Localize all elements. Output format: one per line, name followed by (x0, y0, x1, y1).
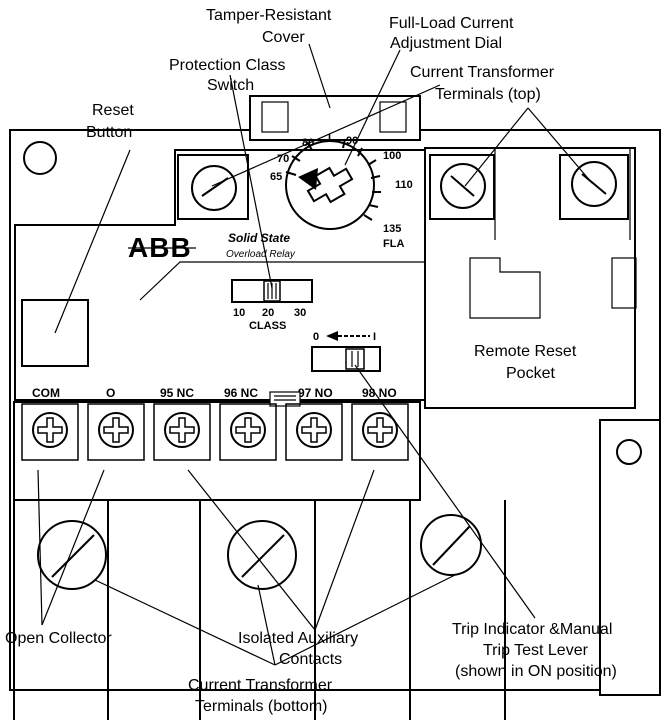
terminal-label: 96 NC (224, 386, 258, 400)
callout-fla-dial: Adjustment Dial (390, 35, 502, 52)
callout-ct-top: Current Transformer (410, 64, 555, 81)
callout-remote-reset: Pocket (506, 365, 555, 382)
brand-line-2: Overload Relay (226, 249, 296, 260)
callout-protection-class: Switch (207, 77, 254, 94)
callout-isolated-aux: Isolated Auxiliary (238, 630, 358, 647)
callout-protection-class: Protection Class (169, 57, 286, 74)
trip-mark-off: 0 (313, 331, 319, 343)
callout-ct-bottom: Terminals (bottom) (195, 698, 327, 715)
callout-tamper-cover: Cover (262, 29, 305, 46)
dial-tick-label: 110 (395, 179, 413, 191)
callout-reset-button: Reset (92, 102, 134, 119)
callout-reset-button: Button (86, 124, 132, 141)
class-value: 20 (262, 307, 274, 319)
class-label: CLASS (249, 320, 286, 332)
callout-isolated-aux: Contacts (279, 651, 342, 668)
terminal-label: 95 NC (160, 386, 194, 400)
terminal-label: 98 NO (362, 386, 397, 400)
dial-unit: FLA (383, 238, 404, 250)
callout-trip-lever: (shown in ON position) (455, 663, 617, 680)
callout-trip-lever: Trip Test Lever (483, 642, 589, 659)
callout-open-collector: Open Collector (5, 630, 112, 647)
dial-tick-label: 100 (383, 150, 401, 162)
callout-fla-dial: Full-Load Current (389, 15, 514, 32)
class-value: 30 (294, 307, 306, 319)
terminal-strip-body (14, 402, 420, 500)
callout-ct-bottom: Current Transformer (188, 677, 333, 694)
class-value: 10 (233, 307, 245, 319)
dial-tick-label: 65 (270, 171, 282, 183)
callout-ct-top: Terminals (top) (435, 86, 541, 103)
callout-tamper-cover: Tamper-Resistant (206, 7, 332, 24)
trip-mark-on: I (373, 331, 376, 343)
terminal-label: 97 NO (298, 386, 333, 400)
terminal-label: O (106, 386, 115, 400)
terminal-strip (14, 392, 420, 500)
terminal-label: COM (32, 386, 60, 400)
callout-trip-lever: Trip Indicator &Manual (452, 621, 612, 638)
callout-remote-reset: Remote Reset (474, 343, 577, 360)
mounting-tab-lower (600, 420, 660, 695)
brand-line-1: Solid State (228, 231, 290, 245)
dial-tick-label: 135 (383, 223, 401, 235)
